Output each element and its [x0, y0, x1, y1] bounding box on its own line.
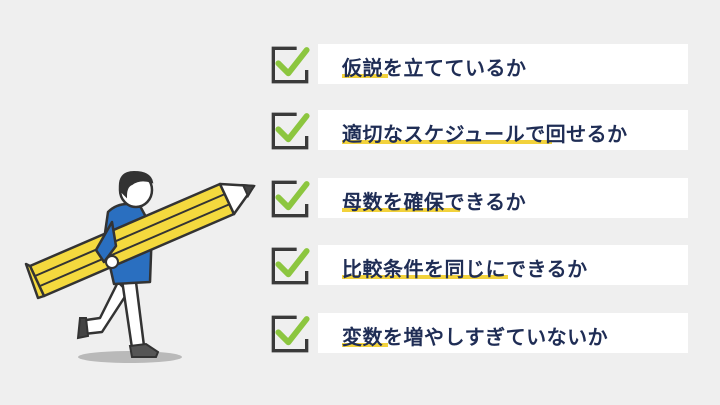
shirt — [102, 202, 154, 286]
checkbox-checked-icon — [271, 247, 310, 285]
hand — [105, 255, 119, 269]
checkbox-checked-icon — [271, 180, 310, 218]
arm — [94, 220, 118, 264]
item-text: 比較条件を同じにできるか — [342, 257, 588, 281]
ground-shadow — [78, 351, 182, 363]
item-text: 適切なスケジュールで回せるか — [342, 122, 628, 146]
checklist-item: 適切なスケジュールで回せるか — [270, 110, 688, 150]
text-highlight — [342, 208, 460, 212]
text-highlight — [342, 74, 388, 78]
text-highlight — [342, 343, 388, 347]
front-shoe — [128, 342, 160, 358]
checkbox-checked-icon — [271, 46, 310, 84]
front-leg — [120, 278, 146, 350]
text-highlight — [342, 140, 552, 144]
back-shoe — [76, 317, 90, 340]
checklist-item: 母数を確保できるか — [270, 178, 688, 218]
checkbox-checked-icon — [271, 112, 310, 150]
ear — [123, 189, 127, 197]
head — [118, 171, 154, 209]
checklist-item: 比較条件を同じにできるか — [270, 245, 688, 285]
back-leg — [82, 280, 130, 336]
item-text: 母数を確保できるか — [342, 190, 527, 214]
text-highlight — [342, 275, 508, 279]
item-text: 仮説を立てているか — [342, 56, 527, 80]
checklist-item: 変数を増やしすぎていないか — [270, 313, 688, 353]
hair — [118, 170, 154, 199]
checklist-item: 仮説を立てているか — [270, 44, 688, 84]
item-text: 変数を増やしすぎていないか — [342, 325, 609, 349]
checkbox-checked-icon — [271, 315, 310, 353]
giant-pencil — [24, 182, 256, 300]
